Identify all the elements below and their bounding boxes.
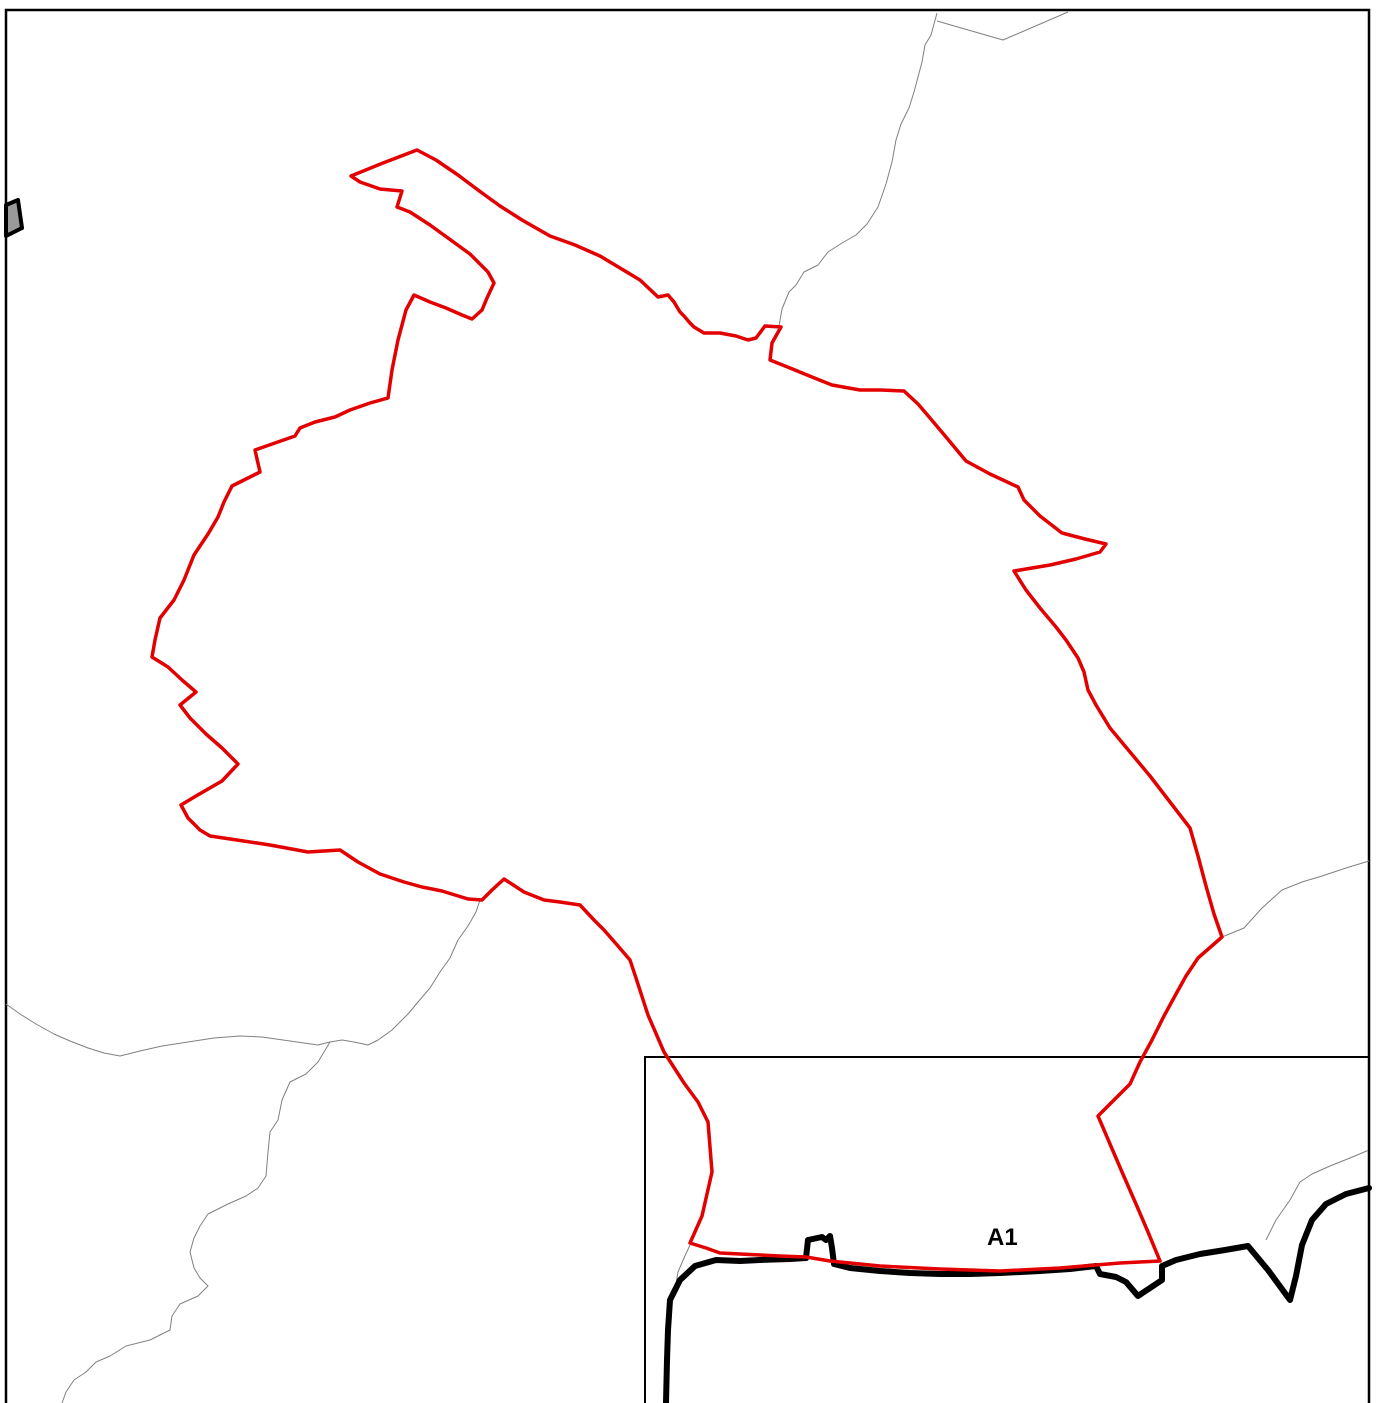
boundary-right-lower: [1265, 1149, 1370, 1241]
boundary-right-mid: [1221, 860, 1370, 938]
boundary-top-right-spur: [936, 11, 1069, 41]
site-boundary: [150, 148, 1224, 1273]
boundary-left-lower: [5, 899, 481, 1057]
road-a1-line: [663, 1185, 1372, 1403]
boundary-inset-left: [675, 1244, 691, 1285]
background-boundaries: [5, 11, 1370, 1403]
zone-label-a1: A1: [987, 1224, 1018, 1251]
map-frame: [4, 8, 1371, 1403]
boundary-top-right: [778, 12, 938, 327]
boundary-left-diagonal: [61, 1041, 331, 1403]
inset-area: [644, 1056, 1370, 1403]
inset-box: [644, 1056, 1370, 1403]
grey-parcel-left: [4, 198, 24, 238]
